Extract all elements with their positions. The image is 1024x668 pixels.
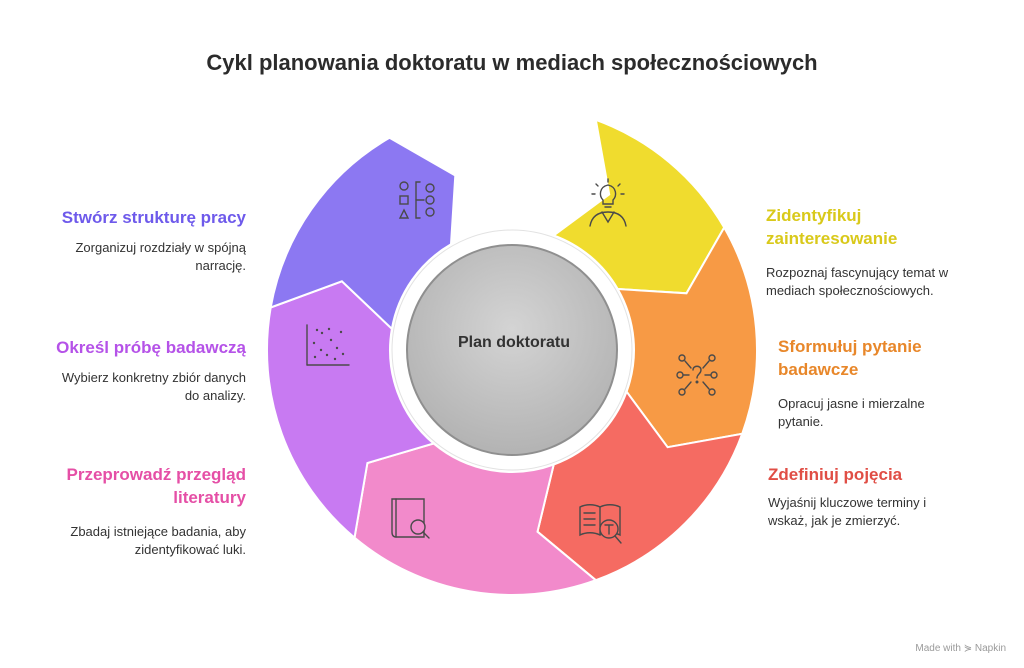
question-network-icon (676, 354, 718, 396)
lightbulb-person-icon (589, 178, 627, 227)
segment-structure-work (269, 136, 457, 331)
step-title: Określ próbę badawczą (56, 338, 246, 357)
step-research-sample: Określ próbę badawczą Wybierz konkretny … (6, 336, 246, 405)
step-description: Zbadaj istniejące badania, aby zidentyfi… (70, 524, 246, 557)
page-title: Cykl planowania doktoratu w mediach społ… (206, 50, 818, 75)
scatter-plot-icon (306, 324, 350, 366)
footer-credit: Made with ⋟ Napkin (915, 643, 1006, 654)
step-title: Zdefiniuj pojęcia (768, 465, 903, 484)
step-description: Wybierz konkretny zbiór danych do analiz… (61, 370, 246, 403)
structure-shapes-icon (398, 181, 435, 219)
step-description: Opracuj jasne i mierzalne pytanie. (778, 396, 925, 429)
center-label: Plan doktoratu (457, 334, 570, 351)
step-formulate-question: Sformułuj pytanie badawcze Opracuj jasne… (778, 335, 1018, 431)
step-title: Sformułuj pytanie badawcze (778, 337, 922, 379)
step-description: Wyjaśnij kluczowe terminy i wskaż, jak j… (768, 495, 927, 528)
step-define-concepts: Zdefiniuj pojęcia Wyjaśnij kluczowe term… (768, 463, 1018, 530)
book-term-search-icon (579, 504, 622, 544)
hub-circle (406, 244, 618, 456)
step-structure-work: Stwórz strukturę pracy Zorganizuj rozdzi… (6, 206, 246, 275)
step-title: Zidentyfikuj zainteresowanie (766, 206, 898, 248)
step-identify-interest: Zidentyfikuj zainteresowanie Rozpoznaj f… (766, 204, 1016, 300)
step-description: Zorganizuj rozdziały w spójną narrację. (75, 240, 246, 273)
step-title: Stwórz strukturę pracy (61, 208, 246, 227)
step-literature-review: Przeprowadź przegląd literatury Zbadaj i… (6, 463, 246, 559)
step-description: Rozpoznaj fascynujący temat w mediach sp… (766, 265, 949, 298)
book-search-icon (391, 498, 430, 539)
step-title: Przeprowadź przegląd literatury (66, 465, 246, 507)
